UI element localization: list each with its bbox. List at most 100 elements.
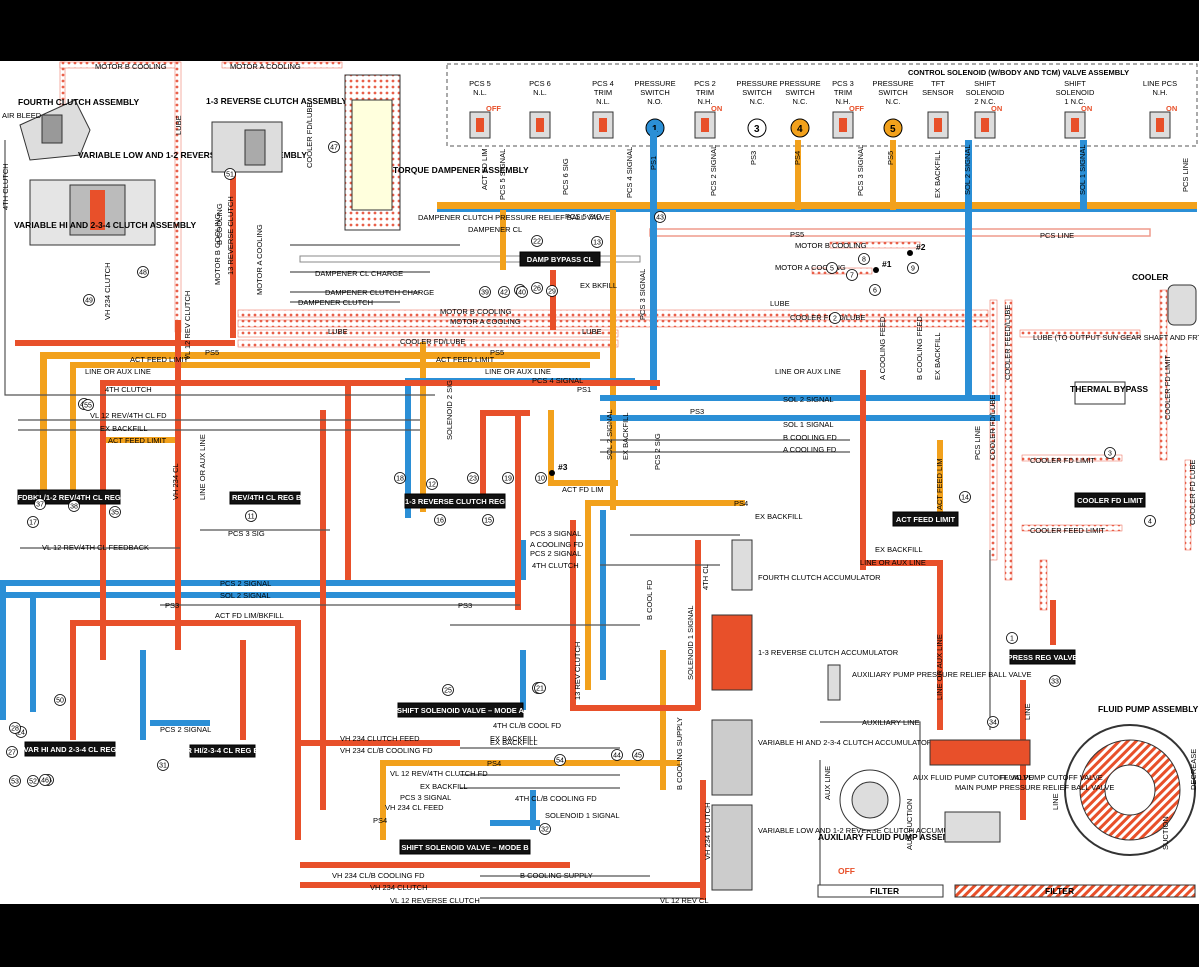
callout-11: 11 bbox=[245, 510, 257, 522]
line-label: MOTOR A COOLING bbox=[230, 62, 301, 71]
line-label: ACT FEED LIMIT bbox=[108, 436, 167, 445]
line-label: SOL 1 SIGNAL bbox=[783, 420, 834, 429]
solenoid-label-line: PCS 4 bbox=[592, 79, 614, 88]
line-label: MOTOR A COOLING bbox=[450, 317, 521, 326]
vl-bst-valve-label: 1-2 REV/4TH CL REG BST bbox=[219, 493, 311, 502]
vertical-line-label: EX BACKFILL bbox=[933, 150, 942, 198]
line-label: VL 12 REV/4TH CL FD bbox=[90, 411, 167, 420]
line-label: DAMPENER CLUTCH CHARGE bbox=[325, 288, 434, 297]
fluid-pump-label: FLUID PUMP ASSEMBLY bbox=[1098, 704, 1199, 714]
vertical-line-label: LINE OR AUX LINE bbox=[198, 434, 207, 500]
callout-32: 32 bbox=[539, 823, 551, 835]
vertical-line-label: VH 234 CL bbox=[171, 463, 180, 500]
line-label: PCS LINE bbox=[1040, 231, 1074, 240]
callout-55: 55 bbox=[82, 399, 94, 411]
vertical-line-label: ACT FD LIM bbox=[480, 148, 489, 190]
callout-number: 42 bbox=[500, 290, 508, 297]
solenoid-label-line: SHIFT bbox=[974, 79, 996, 88]
vertical-line-label: 13 REVERSE CLUTCH bbox=[226, 196, 235, 275]
solenoid-label-line: PCS 6 bbox=[529, 79, 551, 88]
callout-2: 2 bbox=[829, 312, 841, 324]
line-label: SOL 2 SIGNAL bbox=[783, 395, 834, 404]
press-reg-valve: PRESS REG VALVE bbox=[1008, 649, 1077, 665]
vertical-line-label: PCS 3 SIGNAL bbox=[856, 145, 865, 196]
line-label: EX BACKFILL bbox=[100, 424, 148, 433]
solenoid-state: OFF bbox=[486, 104, 501, 113]
vertical-line-label: SUCTION bbox=[1161, 816, 1170, 850]
line-label: PS3 bbox=[165, 601, 179, 610]
solenoid-label-line: N.C. bbox=[886, 97, 901, 106]
callout-number: 6 bbox=[873, 288, 877, 295]
solenoid-label-line: SHIFT bbox=[1064, 79, 1086, 88]
pressure-switch-icon bbox=[790, 118, 810, 138]
line-label: DAMPENER CL bbox=[468, 225, 522, 234]
shift-valve-mode-a: SHIFT SOLENOID VALVE – MODE A bbox=[397, 702, 525, 718]
solenoid-label-line: N.L. bbox=[596, 97, 610, 106]
vertical-line-label: ACT FEED LIM bbox=[935, 458, 944, 510]
line-label: EX BACKFILL bbox=[490, 734, 538, 743]
callout-15: 15 bbox=[482, 514, 494, 526]
vertical-line-label: SOLENOID 1 SIGNAL bbox=[686, 605, 695, 680]
shift-valve-mode-a-label: SHIFT SOLENOID VALVE – MODE A bbox=[397, 706, 525, 715]
pressure-switch-number: 1 bbox=[652, 124, 658, 135]
line-label: PCS 4 SIGNAL bbox=[532, 376, 583, 385]
solenoid-state: ON bbox=[711, 104, 722, 113]
torque-dampener-assembly: TORQUE DAMPENER ASSEMBLY DAMPENER CLUTCH… bbox=[344, 74, 610, 231]
line-label: PS4 bbox=[734, 499, 748, 508]
shift-valve-mode-b-label: SHIFT SOLENOID VALVE – MODE B bbox=[401, 843, 529, 852]
callout-number: 1 bbox=[1010, 636, 1014, 643]
filter1-label: FILTER bbox=[870, 886, 899, 896]
solenoid-label-line: SOLENOID bbox=[966, 88, 1005, 97]
line-label: PCS 2 SIGNAL bbox=[220, 579, 271, 588]
line-label: 4TH CLUTCH bbox=[532, 561, 579, 570]
thermal-bypass-label: THERMAL BYPASS bbox=[1070, 384, 1148, 394]
solenoid-assembly-box bbox=[446, 63, 1198, 147]
line-label: DAMPENER CLUTCH bbox=[298, 298, 373, 307]
callout-25: 25 bbox=[442, 684, 454, 696]
solenoid-label-line: N.C. bbox=[793, 97, 808, 106]
callout-27: 27 bbox=[6, 746, 18, 758]
callout-22: 22 bbox=[531, 235, 543, 247]
callout-1: 1 bbox=[1006, 632, 1018, 644]
callout-28: 28 bbox=[9, 722, 21, 734]
aux-cutoff-label: AUX FLUID PUMP CUTOFF VALVE bbox=[913, 773, 1033, 782]
line-label: PS5 bbox=[790, 230, 804, 239]
vertical-line-label: COOLER FD/LUBE bbox=[988, 395, 997, 460]
callout-40: 40 bbox=[516, 286, 528, 298]
line-label: DAMPENER CL CHARGE bbox=[315, 269, 403, 278]
line-label: ACT FEED LIMIT bbox=[130, 355, 189, 364]
callout-39: 39 bbox=[479, 286, 491, 298]
callout-number: 35 bbox=[111, 510, 119, 517]
line-label: PCS 2 SIGNAL bbox=[530, 549, 581, 558]
line-label: VL 12 REV CL bbox=[660, 896, 709, 904]
hydraulic-schematic-sheet: CONTROL SOLENOID (W/BODY AND TCM) VALVE … bbox=[0, 61, 1199, 904]
line-label: EX BACKFILL bbox=[490, 738, 538, 747]
solenoid-state: ON bbox=[1166, 104, 1177, 113]
callout-number: 39 bbox=[481, 290, 489, 297]
pressure-switch-number: 4 bbox=[797, 124, 803, 135]
line-label: MOTOR B COOLING bbox=[95, 62, 167, 71]
solenoid-label-line: N.L. bbox=[473, 88, 487, 97]
callout-number: 11 bbox=[247, 514, 254, 521]
vertical-line-label: VH 234 CLUTCH bbox=[103, 262, 112, 320]
callout-18: 18 bbox=[394, 472, 406, 484]
solenoid-core bbox=[1071, 118, 1079, 132]
callout-33: 33 bbox=[1049, 675, 1061, 687]
line-label: PCS 2 SIGNAL bbox=[160, 725, 211, 734]
callout-number: 32 bbox=[541, 827, 549, 834]
callout-46: 46 bbox=[39, 774, 51, 786]
callout-number: 33 bbox=[1051, 679, 1059, 686]
line-label: LINE OR AUX LINE bbox=[860, 558, 926, 567]
callout-42: 42 bbox=[498, 286, 510, 298]
accumulators: FOURTH CLUTCH ACCUMULATOR 1-3 REVERSE CL… bbox=[711, 539, 974, 891]
solenoid-label-line: PRESSURE bbox=[779, 79, 820, 88]
line-label: PS1 bbox=[577, 385, 591, 394]
callout-number: 25 bbox=[444, 688, 452, 695]
callout-21: 21 bbox=[534, 682, 546, 694]
act-feed-limit-valve: ACT FEED LIMIT bbox=[892, 511, 959, 527]
vertical-line-label: SOL 2 SIGNAL bbox=[605, 409, 614, 460]
damp-bypass-valve: DAMP BYPASS CL bbox=[519, 251, 601, 267]
vertical-line-label: 4TH CL bbox=[701, 564, 710, 590]
